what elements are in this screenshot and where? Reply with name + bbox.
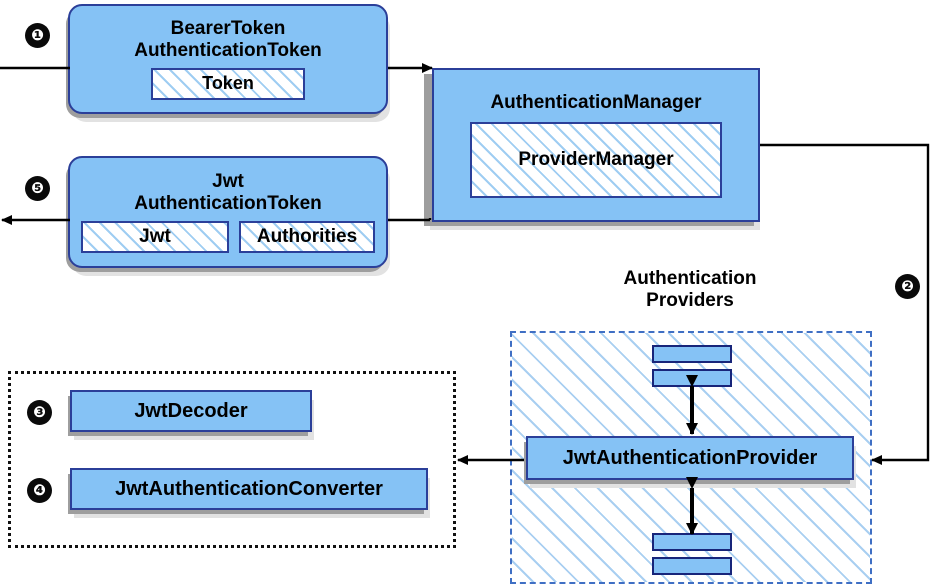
jwt-token-inner-authorities: Authorities bbox=[239, 220, 375, 253]
provider-placeholder-bar-1 bbox=[652, 345, 732, 363]
step-badge-5: ❺ bbox=[25, 176, 50, 201]
node-jwt-authentication-token[interactable]: Jwt AuthenticationToken Jwt Authorities bbox=[68, 156, 388, 268]
bearer-token-title-line2: AuthenticationToken bbox=[134, 39, 322, 61]
node-authentication-manager[interactable]: AuthenticationManager ProviderManager bbox=[432, 68, 760, 222]
provider-placeholder-bar-3 bbox=[652, 533, 732, 551]
jwt-support-components-container bbox=[8, 371, 456, 548]
bearer-token-inner-label: Token bbox=[202, 73, 254, 94]
jwt-auth-converter-label: JwtAuthenticationConverter bbox=[115, 477, 383, 500]
provider-placeholder-bar-2 bbox=[652, 369, 732, 387]
authentication-manager-inner-provider-manager: ProviderManager bbox=[470, 122, 722, 198]
bearer-token-title-line1: BearerToken bbox=[170, 18, 286, 40]
authorities-inner-label: Authorities bbox=[256, 225, 358, 247]
jwt-token-title: Jwt AuthenticationToken bbox=[134, 171, 322, 214]
jwt-token-inner-jwt: Jwt bbox=[81, 220, 229, 253]
jwt-inner-label: Jwt bbox=[139, 225, 171, 247]
bearer-token-inner-token: Token bbox=[151, 67, 305, 100]
step-badge-3: ❸ bbox=[27, 400, 52, 425]
jwt-decoder-label: JwtDecoder bbox=[134, 399, 248, 422]
jwt-token-title-line2: AuthenticationToken bbox=[134, 192, 322, 214]
provider-manager-label: ProviderManager bbox=[518, 149, 674, 170]
node-bearer-token-authentication-token[interactable]: BearerToken AuthenticationToken Token bbox=[68, 4, 388, 114]
providers-title-line2: Providers bbox=[646, 289, 734, 311]
step-badge-2: ❷ bbox=[895, 274, 920, 299]
node-jwt-decoder[interactable]: JwtDecoder bbox=[70, 390, 312, 432]
jwt-token-inner-row: Jwt Authorities bbox=[81, 220, 375, 253]
step-badge-4: ❹ bbox=[27, 478, 52, 503]
node-jwt-authentication-converter[interactable]: JwtAuthenticationConverter bbox=[70, 468, 428, 510]
providers-title-line1: Authentication bbox=[623, 268, 757, 289]
providers-group-title: Authentication Providers bbox=[560, 268, 820, 312]
jwt-token-title-line1: Jwt bbox=[212, 171, 244, 193]
authentication-manager-title: AuthenticationManager bbox=[490, 92, 702, 113]
bearer-token-title: BearerToken AuthenticationToken bbox=[134, 18, 322, 61]
jwt-auth-provider-label: JwtAuthenticationProvider bbox=[562, 446, 818, 469]
step-badge-1: ❶ bbox=[25, 23, 50, 48]
node-jwt-authentication-provider[interactable]: JwtAuthenticationProvider bbox=[526, 436, 854, 480]
provider-placeholder-bar-4 bbox=[652, 557, 732, 575]
